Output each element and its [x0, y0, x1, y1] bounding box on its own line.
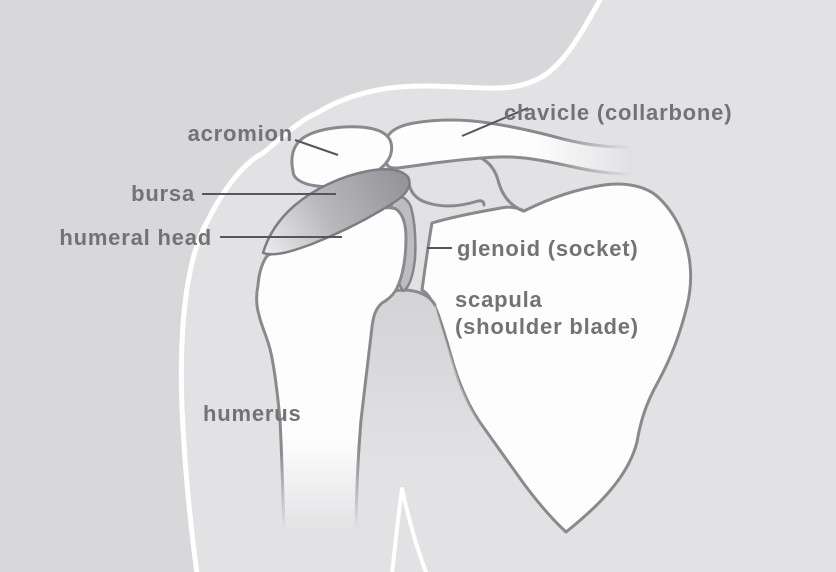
label-humerus: humerus — [203, 401, 302, 426]
label-glenoid: glenoid (socket) — [457, 236, 638, 261]
label-scapula-line1: scapula — [455, 287, 543, 312]
body-outline-line — [178, 0, 603, 572]
clavicle-bone — [382, 118, 633, 176]
acromion-leader-line — [294, 139, 339, 156]
scapula-bone — [420, 182, 693, 534]
label-scapula-line2: (shoulder blade) — [455, 314, 639, 339]
label-humeral-head: humeral head — [59, 225, 212, 250]
label-clavicle: clavicle (collarbone) — [504, 100, 732, 125]
label-bursa: bursa — [131, 181, 195, 206]
humerus-bone — [255, 206, 408, 534]
label-acromion: acromion — [188, 121, 293, 146]
clavicle-leader-line — [461, 107, 529, 137]
scapula-shaded-region — [361, 290, 543, 545]
coracoid-line — [407, 182, 486, 208]
bursa-shape — [261, 168, 411, 256]
